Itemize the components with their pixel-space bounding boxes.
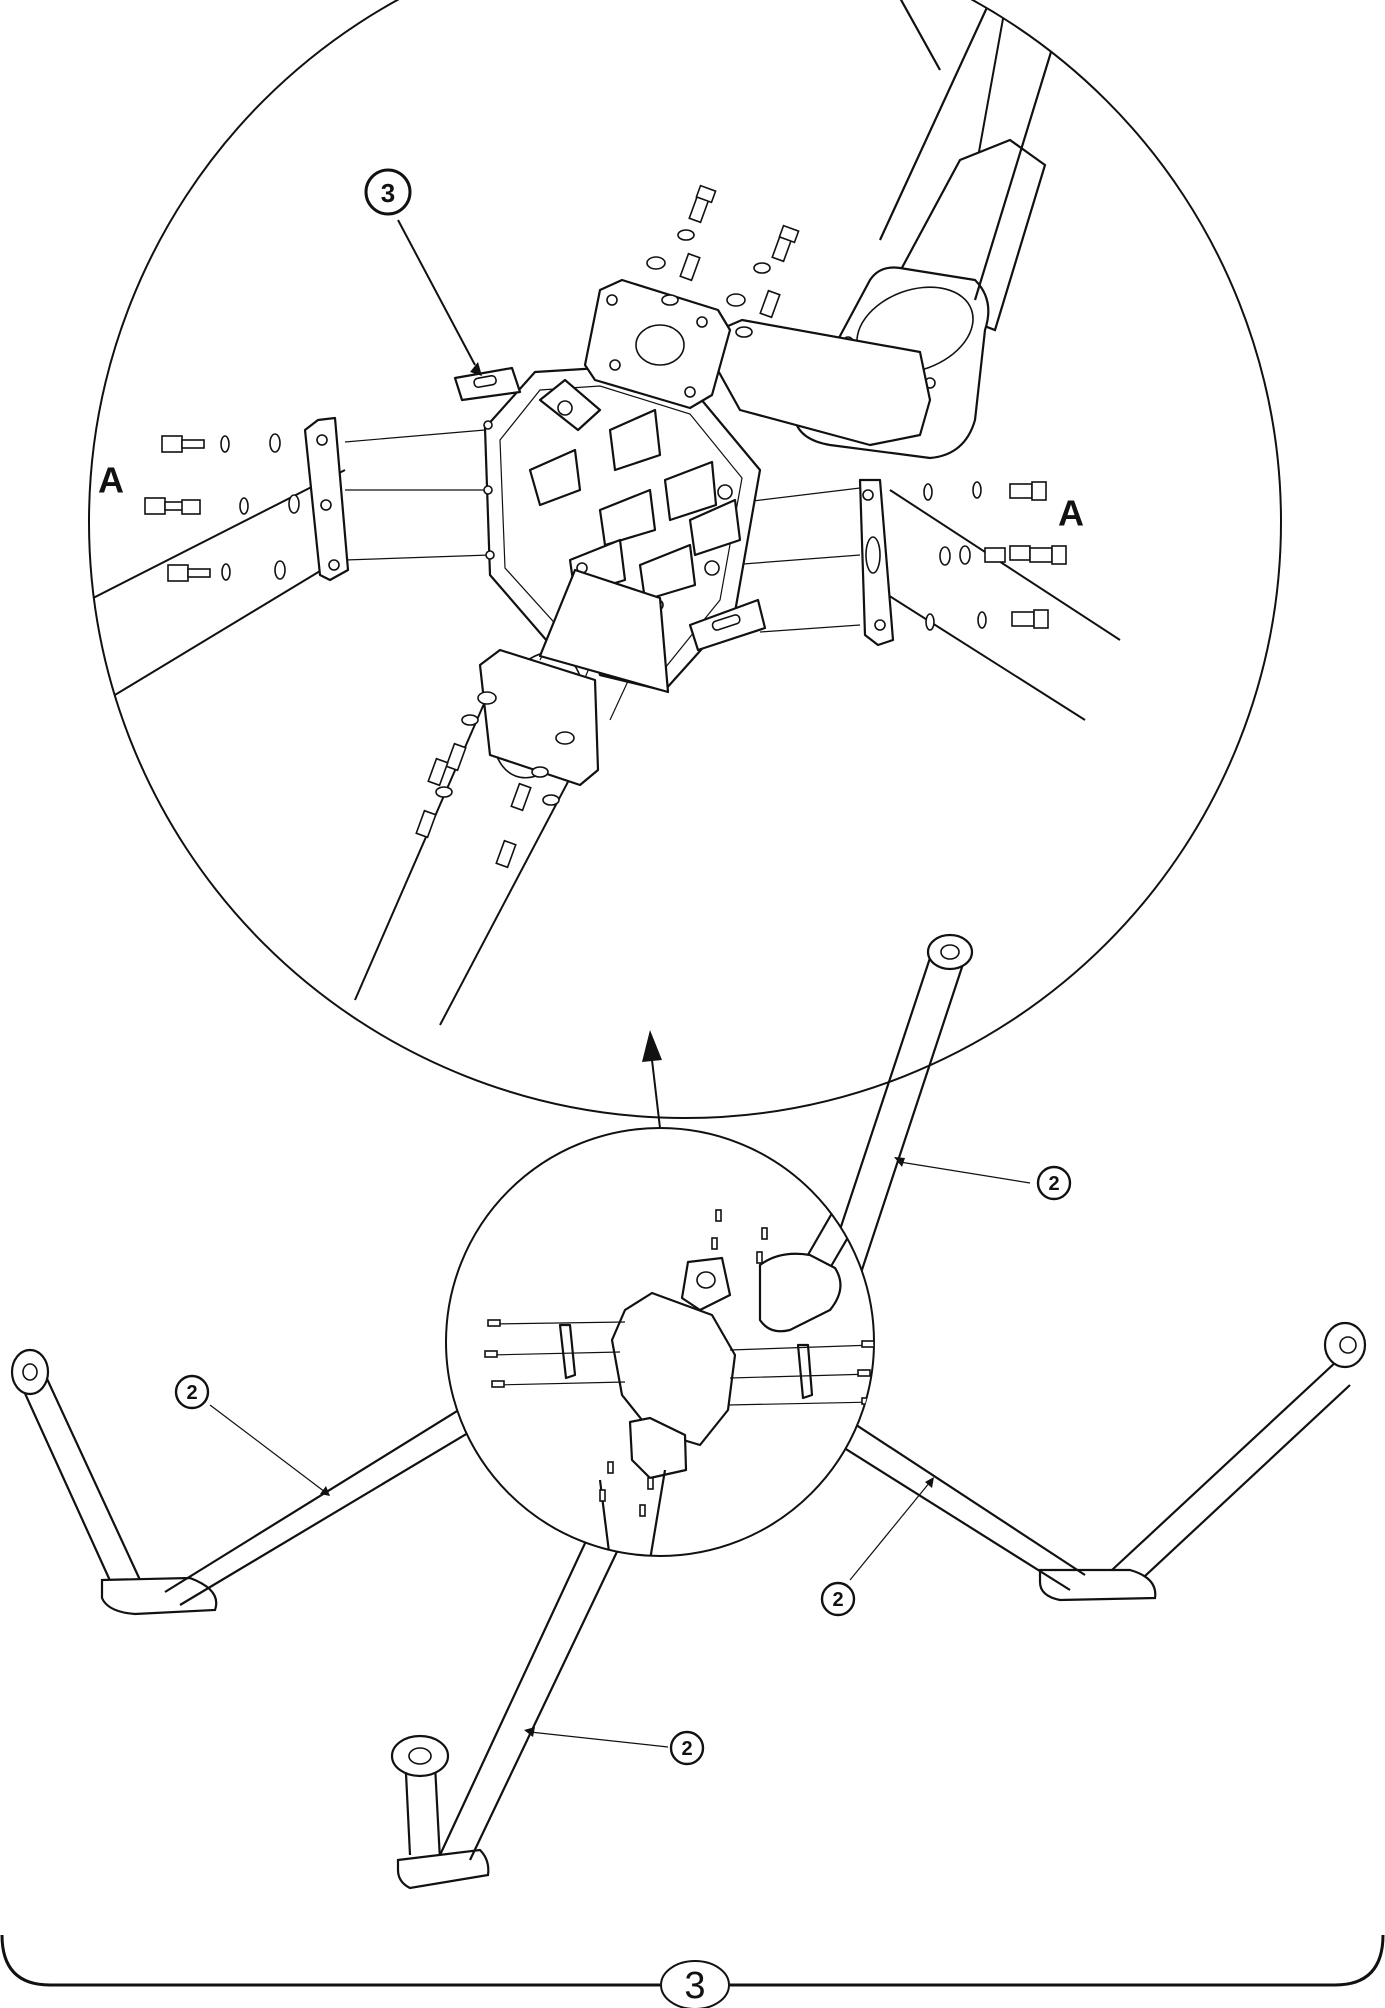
detail-view-circle (88, 0, 1282, 1119)
hub-front-plate (538, 568, 670, 694)
callout-leg-left: 2 (174, 1374, 330, 1496)
mini-hub (484, 1129, 874, 1556)
callout-leg-bottom-label: 2 (681, 1738, 692, 1760)
callout-part-3: 3 (364, 168, 482, 376)
bolts-bottom (415, 691, 575, 869)
bolts-right (923, 481, 1067, 631)
leg-left (10, 1348, 541, 1616)
view-label-left: A (98, 460, 124, 501)
flange-plate-left (303, 416, 350, 582)
flange-plate-bottom (478, 648, 600, 787)
callout-leg-right: 2 (820, 1477, 934, 1617)
step-number: 3 (684, 1965, 705, 2007)
flange-plate-top (583, 278, 732, 410)
callout-leg-top-right-label: 2 (1048, 1173, 1059, 1195)
detail-tube-right (879, 489, 1121, 721)
callout-leg-left-label: 2 (186, 1382, 197, 1404)
callout-leg-top-right: 2 (894, 1157, 1072, 1201)
step-frame: 3 (0, 1934, 1385, 2008)
view-label-right: A (1058, 493, 1084, 534)
flange-plate-right (858, 478, 895, 647)
detail-pointer-arrow (642, 1030, 662, 1129)
detail-arm-plate-upper (698, 318, 932, 447)
callout-leg-bottom: 2 (524, 1727, 705, 1766)
bolts-left (144, 433, 300, 582)
callout-part-3-label: 3 (381, 178, 395, 208)
overall-assembly: 2 2 2 2 (10, 933, 1367, 1890)
detail-view: 3 A A (88, 0, 1282, 1119)
callout-leg-right-label: 2 (832, 1589, 843, 1611)
bolts-top (646, 184, 800, 338)
